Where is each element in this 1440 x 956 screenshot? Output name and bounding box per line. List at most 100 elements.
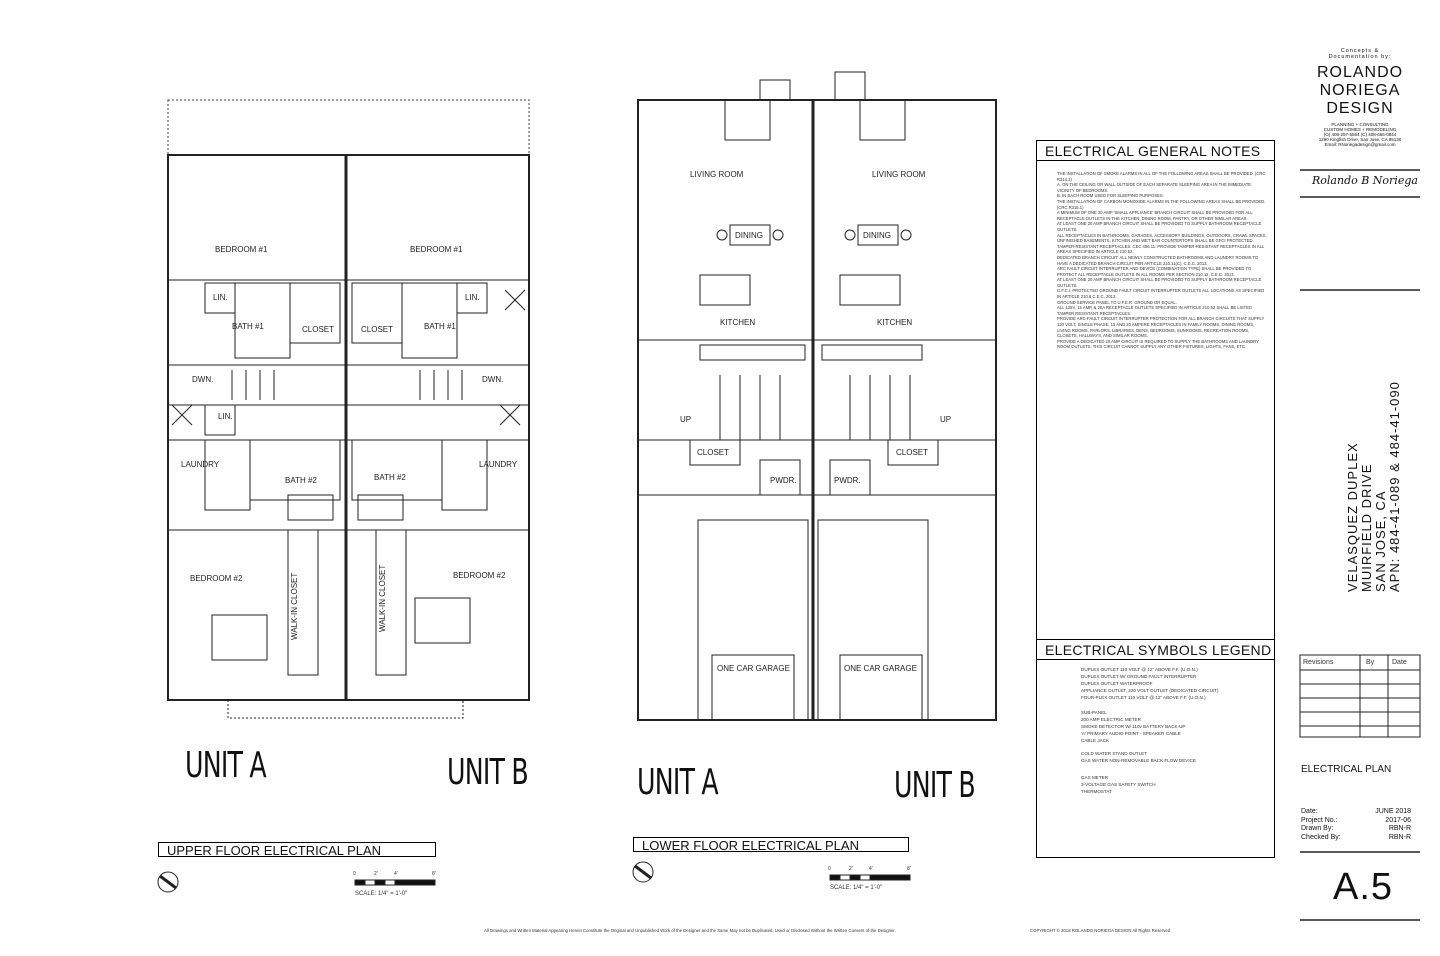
firm-services: PLANNING + CONSULTING [1331, 122, 1389, 127]
note-item: THE INSTALLATION OF CARBON MONOXIDE ALAR… [1057, 198, 1266, 210]
revisions-by-header: By [1366, 659, 1375, 666]
project-address: MUIRFIELD DRIVE [1359, 463, 1374, 592]
legend-item: 'A' PRIMARY AUDIO POINT - SPEAKER CABLE [1081, 731, 1181, 736]
lower-floor-plan [632, 71, 997, 883]
designer-block: Concepts & Documentation by: ROLANDO NOR… [1300, 48, 1420, 147]
room-label-laundry-unit-a: LAUNDRY [181, 460, 220, 469]
legend-item: FOUR-PLEX OUTLET 110 VOLT @ 12" ABOVE F.… [1081, 695, 1206, 700]
room-label-bath1-unit-b: BATH #1 [424, 322, 456, 331]
note-item: ALL RECEPTACLES IN BATHROOMS, GARAGES, A… [1057, 232, 1267, 244]
upper-scale-tick-4: 4' [394, 871, 398, 877]
electrical-notes-panel: ELECTRICAL GENERAL NOTES THE INSTALLATIO… [1036, 140, 1275, 858]
firm-name-line2: NORIEGA [1319, 82, 1401, 99]
sheet-number: A.5 [1333, 866, 1394, 908]
room-label-kitchen-unit-a: KITCHEN [720, 318, 756, 327]
note-item: PROVIDE A DEDICATED 20 AMP CIRCUIT IS RE… [1057, 338, 1259, 350]
room-label-garage-unit-a: ONE CAR GARAGE [717, 664, 790, 673]
sheet-info: Date:JUNE 2018 Project No.:2017-06 Drawn… [1301, 808, 1411, 842]
upper-scale-tick-8: 8' [432, 871, 436, 877]
firm-email: Email: RNoriegadesign@gmail.com [1324, 142, 1396, 147]
room-label-laundry-unit-b: LAUNDRY [479, 460, 518, 469]
room-label-up-unit-a: UP [680, 415, 692, 424]
room-label-dining-unit-b: DINING [863, 231, 891, 240]
upper-floor-plan-title: UPPER FLOOR ELECTRICAL PLAN [158, 842, 436, 858]
project-apn: APN: 484-41-089 & 484-41-090 [1387, 381, 1402, 592]
lower-floor-plan-title: LOWER FLOOR ELECTRICAL PLAN [633, 837, 909, 853]
room-label-living-unit-b: LIVING ROOM [872, 170, 926, 179]
revisions-date-header: Date [1392, 659, 1407, 666]
legend-item: APPLIANCE OUTLET, 220 VOLT OUTLET (DEDIC… [1081, 688, 1219, 693]
general-notes-list: THE INSTALLATION OF SMOKE ALARMS IN ALL … [1037, 161, 1274, 601]
legend-item: SMOKE DETECTOR W/ 110v BATTERY BACK-UP [1081, 724, 1186, 729]
legend-item: 3-VOLTAGE GAS SAFETY SWITCH [1081, 782, 1156, 787]
documentation-label: Documentation by: [1328, 54, 1392, 60]
project-city: SAN JOSE, CA [1373, 490, 1388, 592]
legend-item: 200 AMP ELECTRIC METER [1081, 717, 1141, 722]
project-title: VELASQUEZ DUPLEX [1345, 442, 1360, 592]
note-item: ALL 125V, 15 AMP, & 20A RECEPTACLE OUTLE… [1057, 305, 1253, 316]
room-label-powder-unit-b: PWDR. [834, 476, 861, 485]
room-label-bath2-unit-a: BATH #2 [285, 476, 317, 485]
room-label-bedroom1-unit-b: BEDROOM #1 [410, 245, 463, 254]
legend-item: COLD WATER STAND OUTLET [1081, 751, 1148, 756]
note-item: ARC FAULT CIRCUIT INTERRUPTER AND DEVICE… [1057, 266, 1252, 277]
lower-scale-label: SCALE: 1/4" = 1'-0" [830, 885, 883, 891]
lower-unit-b-label: UNIT B [894, 765, 976, 806]
firm-address: 1290 Kingfish Drive, San Jose, CA 95130 [1318, 137, 1402, 142]
info-row-drawn-by: Drawn By:RBN-R [1301, 825, 1411, 832]
room-label-bedroom1-unit-a: BEDROOM #1 [215, 245, 268, 254]
upper-scale-label: SCALE: 1/4" = 1'-0" [355, 891, 408, 897]
firm-phone: (O) 408-297-5564 (C) 408-656-0844 [1323, 132, 1397, 137]
room-label-bedroom2-unit-b: BEDROOM #2 [453, 571, 506, 580]
room-label-linen-a: LIN. [213, 293, 228, 302]
legend-item: CABLE JACK [1081, 738, 1110, 743]
legend-item: DUPLEX OUTLET 110 VOLT @ 12" ABOVE F.F. … [1081, 667, 1198, 672]
firm-services-2: CUSTOM HOMES + REMODELING [1323, 127, 1397, 132]
legend-section: ELECTRICAL SYMBOLS LEGEND DUPLEX OUTLET … [1037, 639, 1274, 795]
legend-item: GAS WATER NON-REMOVABLE BACK FLOW DEVICE [1081, 758, 1197, 763]
sheet-name: ELECTRICAL PLAN [1301, 764, 1392, 775]
project-info-vertical: VELASQUEZ DUPLEX MUIRFIELD DRIVE SAN JOS… [1345, 292, 1402, 592]
upper-scale-tick-0: 0 [353, 871, 356, 877]
upper-unit-b-label: UNIT B [447, 752, 529, 793]
room-label-closet-unit-b: CLOSET [361, 325, 394, 334]
concept-label: Concepts & [1340, 48, 1380, 54]
note-item: B. IN EACH ROOM USED FOR SLEEPING PURPOS… [1057, 193, 1164, 199]
room-label-closet-unit-a: CLOSET [302, 325, 335, 334]
room-label-down-unit-a: DWN. [192, 375, 214, 384]
room-label-down-unit-b: DWN. [482, 375, 504, 384]
lower-scale-tick-4: 4' [869, 866, 873, 872]
firm-name-line3: DESIGN [1326, 100, 1394, 117]
room-label-linen-b: LIN. [465, 293, 480, 302]
note-item: PROVIDE ARC-FAULT CIRCUIT INTERRUPTER PR… [1057, 316, 1265, 339]
lower-scale-tick-8: 8' [907, 866, 911, 872]
lower-unit-a-label: UNIT A [637, 762, 719, 803]
room-label-bedroom2-unit-a: BEDROOM #2 [190, 574, 243, 583]
footer-copyright: COPYRIGHT © 2018 ROLANDO NORIEGA DESIGN … [1030, 928, 1171, 933]
note-item: THE INSTALLATION OF SMOKE ALARMS IN ALL … [1057, 171, 1266, 182]
info-row-project-no: Project No.:2017-06 [1301, 816, 1411, 824]
legend-item: THERMOSTAT [1081, 789, 1112, 794]
note-item: AT LEAST ONE 20 AMP BRANCH CIRCUIT SHALL… [1057, 221, 1262, 232]
note-item: AT LEAST ONE 20 AMP BRANCH CIRCUIT SHALL… [1057, 277, 1262, 288]
room-label-walkin-closet-unit-a: WALK-IN CLOSET [290, 572, 299, 640]
room-label-linen-c: LIN. [218, 412, 233, 421]
room-label-living-unit-a: LIVING ROOM [690, 170, 744, 179]
note-item: GROUND SERVICE PANEL TO U.F.E.R. GROUND … [1057, 299, 1177, 305]
room-label-bath2-unit-b: BATH #2 [374, 473, 406, 482]
lower-scale-tick-0: 0 [828, 866, 831, 872]
note-item: DEDICATED BRANCH CIRCUIT: ALL NEWLY CONS… [1057, 254, 1259, 266]
upper-floor-plan [157, 99, 530, 893]
note-item: A. ON THE CEILING OR WALL OUTSIDE OF EAC… [1057, 182, 1252, 193]
room-label-kitchen-unit-b: KITCHEN [877, 318, 913, 327]
room-label-closet-lower-unit-a: CLOSET [697, 448, 730, 457]
upper-unit-a-label: UNIT A [185, 745, 267, 786]
revisions-header: Revisions [1303, 659, 1334, 666]
upper-scale-tick-2: 2' [374, 871, 378, 877]
info-row-checked-by: Checked By:RBN-R [1301, 833, 1411, 841]
room-label-bath1-unit-a: BATH #1 [232, 322, 264, 331]
room-label-garage-unit-b: ONE CAR GARAGE [844, 664, 917, 673]
legend-list: DUPLEX OUTLET 110 VOLT @ 12" ABOVE F.F. … [1037, 660, 1274, 795]
symbols-legend-title: ELECTRICAL SYMBOLS LEGEND [1037, 640, 1274, 660]
